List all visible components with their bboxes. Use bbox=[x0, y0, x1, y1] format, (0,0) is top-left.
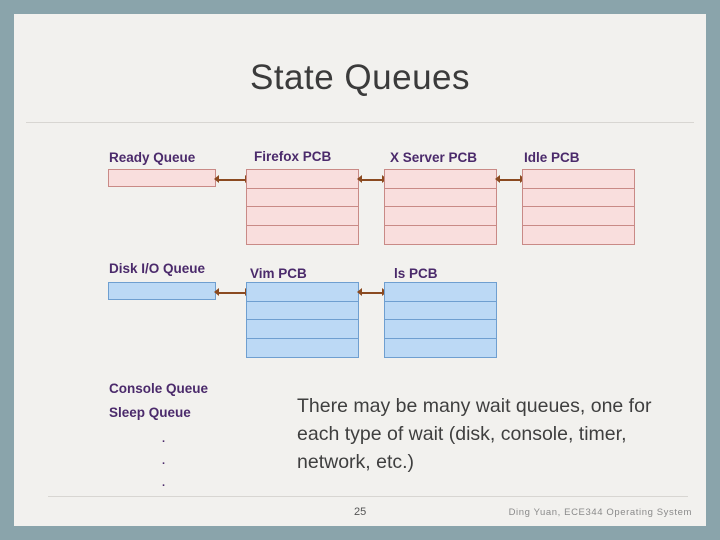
arrow-vim-to-ls bbox=[357, 288, 387, 297]
footer-divider bbox=[48, 496, 688, 497]
arrow-ready-to-firefox bbox=[214, 175, 250, 184]
footer-credit: Ding Yuan, ECE344 Operating System bbox=[508, 507, 692, 518]
pcb-vim bbox=[246, 282, 359, 358]
label-ls-pcb: ls PCB bbox=[394, 266, 438, 281]
pcb-ls bbox=[384, 282, 497, 358]
label-vim-pcb: Vim PCB bbox=[250, 266, 307, 281]
pcb-firefox bbox=[246, 169, 359, 245]
slide: State Queues Ready Queue Firefox PCB X S… bbox=[14, 14, 706, 526]
label-idle-pcb: Idle PCB bbox=[524, 150, 580, 165]
page-title: State Queues bbox=[249, 58, 471, 97]
ready-queue-head bbox=[108, 169, 216, 187]
label-firefox-pcb: Firefox PCB bbox=[254, 149, 332, 164]
label-disk-io-queue: Disk I/O Queue bbox=[109, 261, 206, 276]
ellipsis-marks: . . . bbox=[162, 433, 166, 489]
arrow-xserver-to-idle bbox=[495, 175, 525, 184]
page-number: 25 bbox=[354, 506, 367, 518]
label-sleep-queue: Sleep Queue bbox=[109, 405, 191, 420]
disk-io-queue-head bbox=[108, 282, 216, 300]
arrow-disk-to-vim bbox=[214, 288, 250, 297]
pcb-idle bbox=[522, 169, 635, 245]
label-x-server-pcb: X Server PCB bbox=[390, 150, 478, 165]
title-divider bbox=[26, 122, 694, 123]
arrow-firefox-to-xserver bbox=[357, 175, 387, 184]
label-console-queue: Console Queue bbox=[109, 381, 209, 396]
label-ready-queue: Ready Queue bbox=[109, 150, 196, 165]
pcb-x-server bbox=[384, 169, 497, 245]
body-text: There may be many wait queues, one for e… bbox=[297, 395, 652, 473]
